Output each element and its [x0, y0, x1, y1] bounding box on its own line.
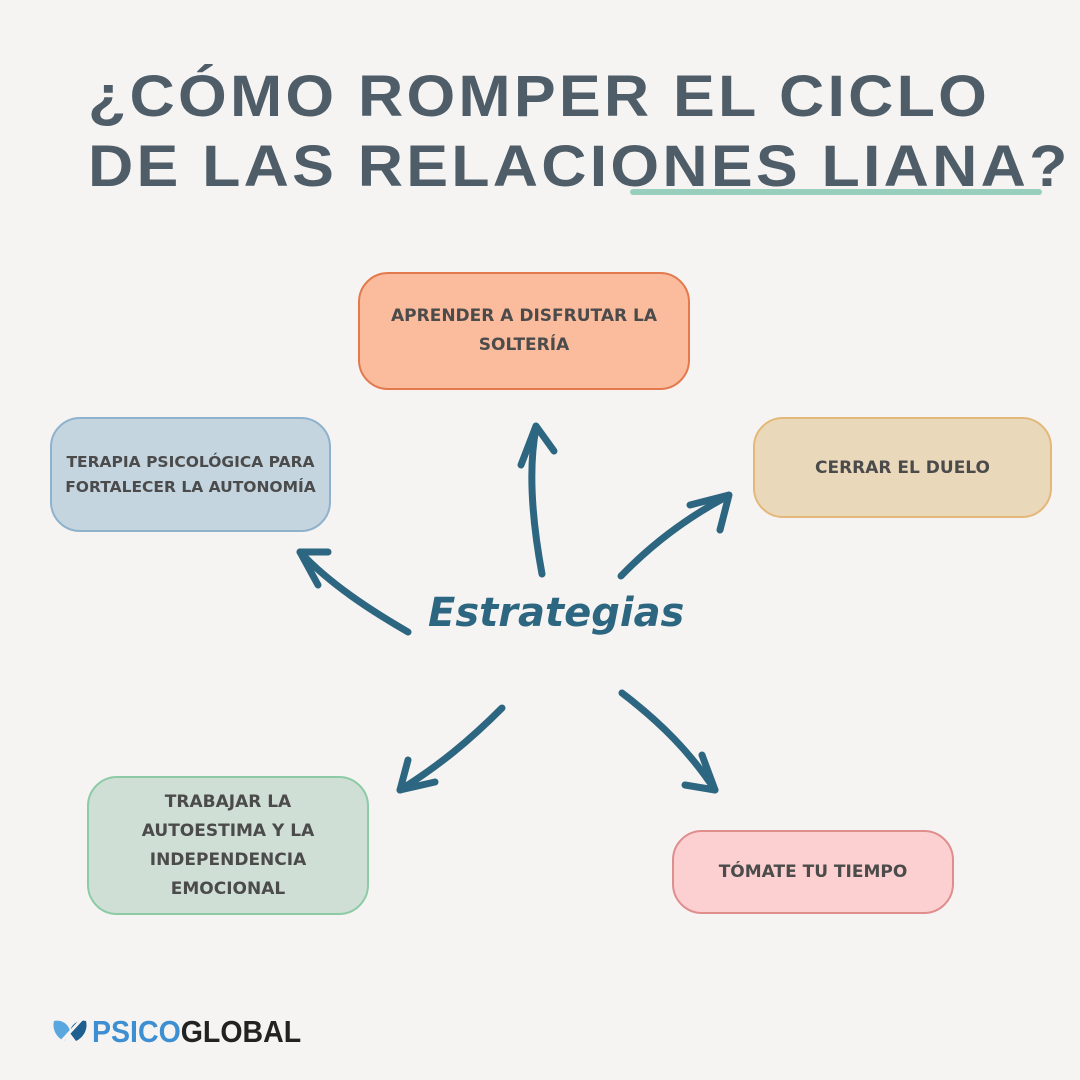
strategy-box-bottom-left: TRABAJAR LA AUTOESTIMA Y LA INDEPENDENCI… — [87, 776, 369, 915]
strategy-box-left: TERAPIA PSICOLÓGICA PARA FORTALECER LA A… — [50, 417, 331, 532]
strategy-box-right: CERRAR EL DUELO — [753, 417, 1052, 518]
strategy-text: TERAPIA PSICOLÓGICA PARA FORTALECER LA A… — [65, 452, 316, 496]
strategy-text: TÓMATE TU TIEMPO — [718, 862, 908, 882]
strategy-text: CERRAR EL DUELO — [814, 457, 990, 478]
strategy-box-top: APRENDER A DISFRUTAR LA SOLTERÍA — [358, 272, 690, 390]
arrow-down-left-icon — [396, 704, 506, 794]
brand-part-1: PSICO — [92, 1014, 181, 1049]
strategy-box-bottom-right: TÓMATE TU TIEMPO — [672, 830, 954, 914]
brand-part-2: GLOBAL — [180, 1014, 302, 1049]
page-title: ¿CÓMO ROMPER EL CICLO DE LAS RELACIONES … — [88, 62, 1071, 202]
title-line-1: ¿CÓMO ROMPER EL CICLO — [88, 64, 991, 129]
title-underline — [630, 189, 1042, 195]
arrow-up-right-icon — [617, 491, 733, 580]
brand-logo: PSICOGLOBAL — [52, 1014, 319, 1050]
arrow-down-right-icon — [618, 689, 719, 794]
leaf-logo-icon — [53, 1017, 87, 1047]
strategy-text: TRABAJAR LA AUTOESTIMA Y LA INDEPENDENCI… — [141, 791, 315, 899]
strategy-text: APRENDER A DISFRUTAR LA SOLTERÍA — [391, 306, 657, 355]
title-line-2: DE LAS RELACIONES LIANA? — [88, 134, 1071, 199]
arrow-up-icon — [517, 422, 558, 578]
arrow-up-left-icon — [296, 548, 412, 636]
brand-name: PSICOGLOBAL — [92, 1014, 301, 1050]
center-label: Estrategias — [428, 590, 685, 636]
